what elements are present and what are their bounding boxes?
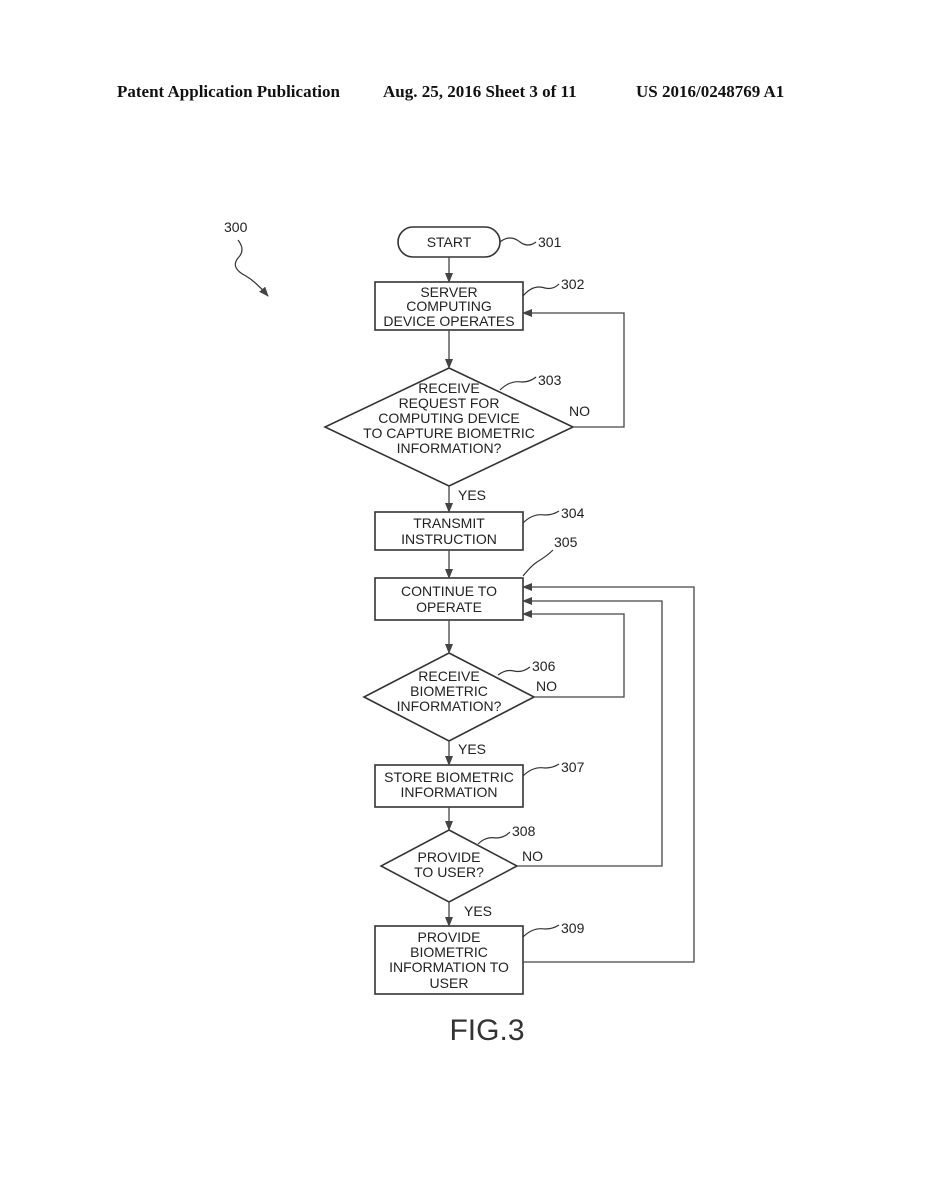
label-306-yes: YES xyxy=(458,741,486,757)
box-309-line-3: INFORMATION TO xyxy=(389,959,509,975)
box-304-transmit-instruction xyxy=(374,511,524,551)
box-309-line-4: USER xyxy=(430,975,469,991)
publication-date-sheet: Aug. 25, 2016 Sheet 3 of 11 xyxy=(383,82,577,101)
leader-304 xyxy=(522,510,560,524)
ref-302: 302 xyxy=(561,276,585,292)
diamond-306-line-2: BIOMETRIC xyxy=(410,683,488,699)
leader-302 xyxy=(522,283,560,297)
page-header: Patent Application Publication Aug. 25, … xyxy=(0,82,927,106)
ref-307: 307 xyxy=(561,759,585,775)
ref-303: 303 xyxy=(538,372,562,388)
label-308-yes: YES xyxy=(464,903,492,919)
box-305-line-1: CONTINUE TO xyxy=(401,583,497,599)
box-302-line-2: COMPUTING xyxy=(406,298,492,314)
diamond-303-line-5: INFORMATION? xyxy=(397,440,502,456)
box-302-server-operates xyxy=(374,281,524,331)
diamond-308-line-2: TO USER? xyxy=(414,864,484,880)
diamond-308-line-1: PROVIDE xyxy=(417,849,480,865)
leader-306 xyxy=(497,666,531,676)
box-307-line-1: STORE BIOMETRIC xyxy=(384,769,514,785)
diamond-303-line-3: COMPUTING DEVICE xyxy=(378,410,520,426)
box-307-line-2: INFORMATION xyxy=(401,784,498,800)
ref-305: 305 xyxy=(554,534,578,550)
figure-caption: FIG.3 xyxy=(449,1014,524,1047)
box-305-line-2: OPERATE xyxy=(416,599,482,615)
box-302-line-1: SERVER xyxy=(420,284,477,300)
diamond-303-line-1: RECEIVE xyxy=(418,380,479,396)
box-309-line-1: PROVIDE xyxy=(417,929,480,945)
ref-306: 306 xyxy=(532,658,556,674)
ref-301: 301 xyxy=(538,234,562,250)
leader-301 xyxy=(499,237,537,246)
box-307-store-biometric xyxy=(374,764,524,808)
box-302-line-3: DEVICE OPERATES xyxy=(383,313,514,329)
figure-ref-arrow xyxy=(234,239,269,297)
leader-303 xyxy=(499,376,537,391)
box-309-line-2: BIOMETRIC xyxy=(410,944,488,960)
box-304-line-1: TRANSMIT xyxy=(413,515,485,531)
figure-ref-number: 300 xyxy=(224,219,248,235)
label-303-yes: YES xyxy=(458,487,486,503)
leader-305 xyxy=(522,549,554,577)
publication-number: US 2016/0248769 A1 xyxy=(636,82,785,101)
start-label: START xyxy=(427,234,472,250)
label-303-no: NO xyxy=(569,403,590,419)
loop-308-no-to-305 xyxy=(517,597,663,867)
ref-304: 304 xyxy=(561,505,585,521)
box-304-line-2: INSTRUCTION xyxy=(401,531,497,547)
diamond-306-line-1: RECEIVE xyxy=(418,668,479,684)
label-306-no: NO xyxy=(536,678,557,694)
leader-307 xyxy=(522,763,560,777)
ref-309: 309 xyxy=(561,920,585,936)
loop-303-no-to-302 xyxy=(522,309,625,428)
publication-title: Patent Application Publication xyxy=(117,82,340,101)
diamond-306-line-3: INFORMATION? xyxy=(397,698,502,714)
diamond-303-line-4: TO CAPTURE BIOMETRIC xyxy=(363,425,535,441)
label-308-no: NO xyxy=(522,848,543,864)
leader-308 xyxy=(477,831,511,845)
leader-309 xyxy=(522,924,560,938)
diamond-303-line-2: REQUEST FOR xyxy=(399,395,500,411)
loop-309-to-305 xyxy=(522,583,695,963)
ref-308: 308 xyxy=(512,823,536,839)
loop-306-no-to-305 xyxy=(522,610,625,698)
